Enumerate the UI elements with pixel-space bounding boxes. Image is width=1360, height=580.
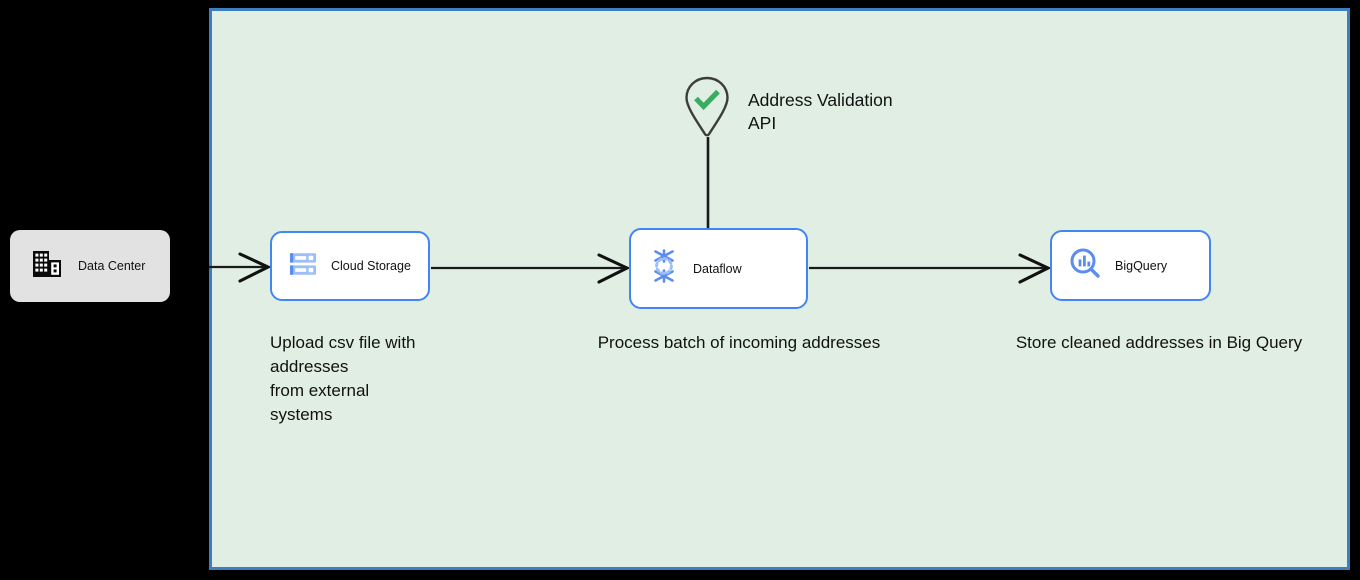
data-center-label: Data Center [78, 259, 146, 273]
cloud-storage-icon [289, 249, 317, 284]
dataflow-icon [649, 249, 679, 288]
dataflow-label: Dataflow [693, 261, 742, 276]
bigquery-icon [1069, 247, 1101, 284]
node-dataflow[interactable]: Dataflow [629, 228, 808, 309]
bigquery-label: BigQuery [1115, 258, 1168, 273]
cloud-storage-label: Cloud Storage [331, 259, 411, 273]
node-data-center[interactable]: Data Center [10, 230, 170, 302]
caption-bigquery: Store cleaned addresses in Big Query [1015, 333, 1303, 352]
node-address-validation-api[interactable]: Address Validation API [684, 76, 893, 143]
address-validation-api-label: Address Validation API [748, 90, 893, 133]
map-pin-check-icon [684, 76, 730, 143]
caption-cloud-storage: Upload csv file with addresses from exte… [270, 333, 416, 424]
data-center-building-icon [32, 249, 62, 284]
node-bigquery[interactable]: BigQuery [1050, 230, 1211, 301]
caption-dataflow: Process batch of incoming addresses [597, 333, 881, 352]
node-cloud-storage[interactable]: Cloud Storage [270, 231, 430, 301]
